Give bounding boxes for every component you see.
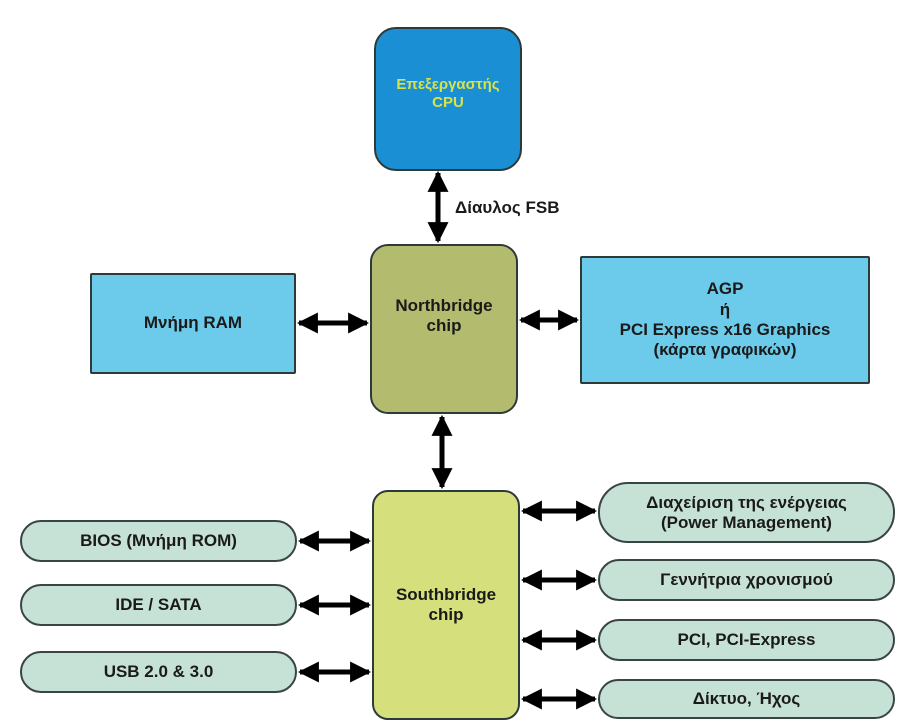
usb-pill: USB 2.0 & 3.0 <box>20 651 297 693</box>
ide-sata-pill: IDE / SATA <box>20 584 297 626</box>
network-audio-pill: Δίκτυο, Ήχος <box>598 679 895 719</box>
pci-pill: PCI, PCI-Express <box>598 619 895 661</box>
usb-label: USB 2.0 & 3.0 <box>103 662 214 682</box>
power-management-pill: Διαχείριση της ενέργειας (Power Manageme… <box>598 482 895 543</box>
cpu-label: CPU <box>432 94 464 111</box>
network-audio-label: Δίκτυο, Ήχος <box>692 689 801 709</box>
pci-label: PCI, PCI-Express <box>677 630 816 650</box>
power-management-label: (Power Management) <box>661 512 832 532</box>
ide-sata-label: IDE / SATA <box>115 595 202 615</box>
clock-generator-pill: Γεννήτρια χρονισμού <box>598 559 895 601</box>
graphics-line-agp: AGP <box>706 279 744 299</box>
cpu-label-greek: Επεξεργαστής <box>396 76 500 93</box>
southbridge-box: Southbridge chip <box>372 490 520 720</box>
southbridge-sublabel: chip <box>428 605 464 624</box>
northbridge-box: Northbridge chip <box>370 244 518 414</box>
northbridge-label: Northbridge <box>395 296 493 315</box>
northbridge-sublabel: chip <box>426 316 462 336</box>
fsb-bus-label: Δίαυλος FSB <box>455 198 560 217</box>
graphics-line-or: ή <box>719 299 731 319</box>
ram-box: Μνήμη RAM <box>90 273 296 374</box>
graphics-line-pcie: PCI Express x16 Graphics <box>619 320 831 339</box>
graphics-line-card: (κάρτα γραφικών) <box>653 340 797 360</box>
bios-pill: BIOS (Μνήμη ROM) <box>20 520 297 562</box>
clock-generator-label: Γεννήτρια χρονισμού <box>660 570 833 590</box>
bios-label: BIOS (Μνήμη ROM) <box>80 531 237 551</box>
ram-label: Μνήμη RAM <box>143 313 243 333</box>
cpu-box: Επεξεργαστής CPU <box>374 27 522 171</box>
southbridge-label: Southbridge <box>395 584 497 604</box>
graphics-box: AGP ή PCI Express x16 Graphics (κάρτα γρ… <box>580 256 870 384</box>
power-management-label-greek: Διαχείριση της ενέργειας <box>646 492 847 512</box>
